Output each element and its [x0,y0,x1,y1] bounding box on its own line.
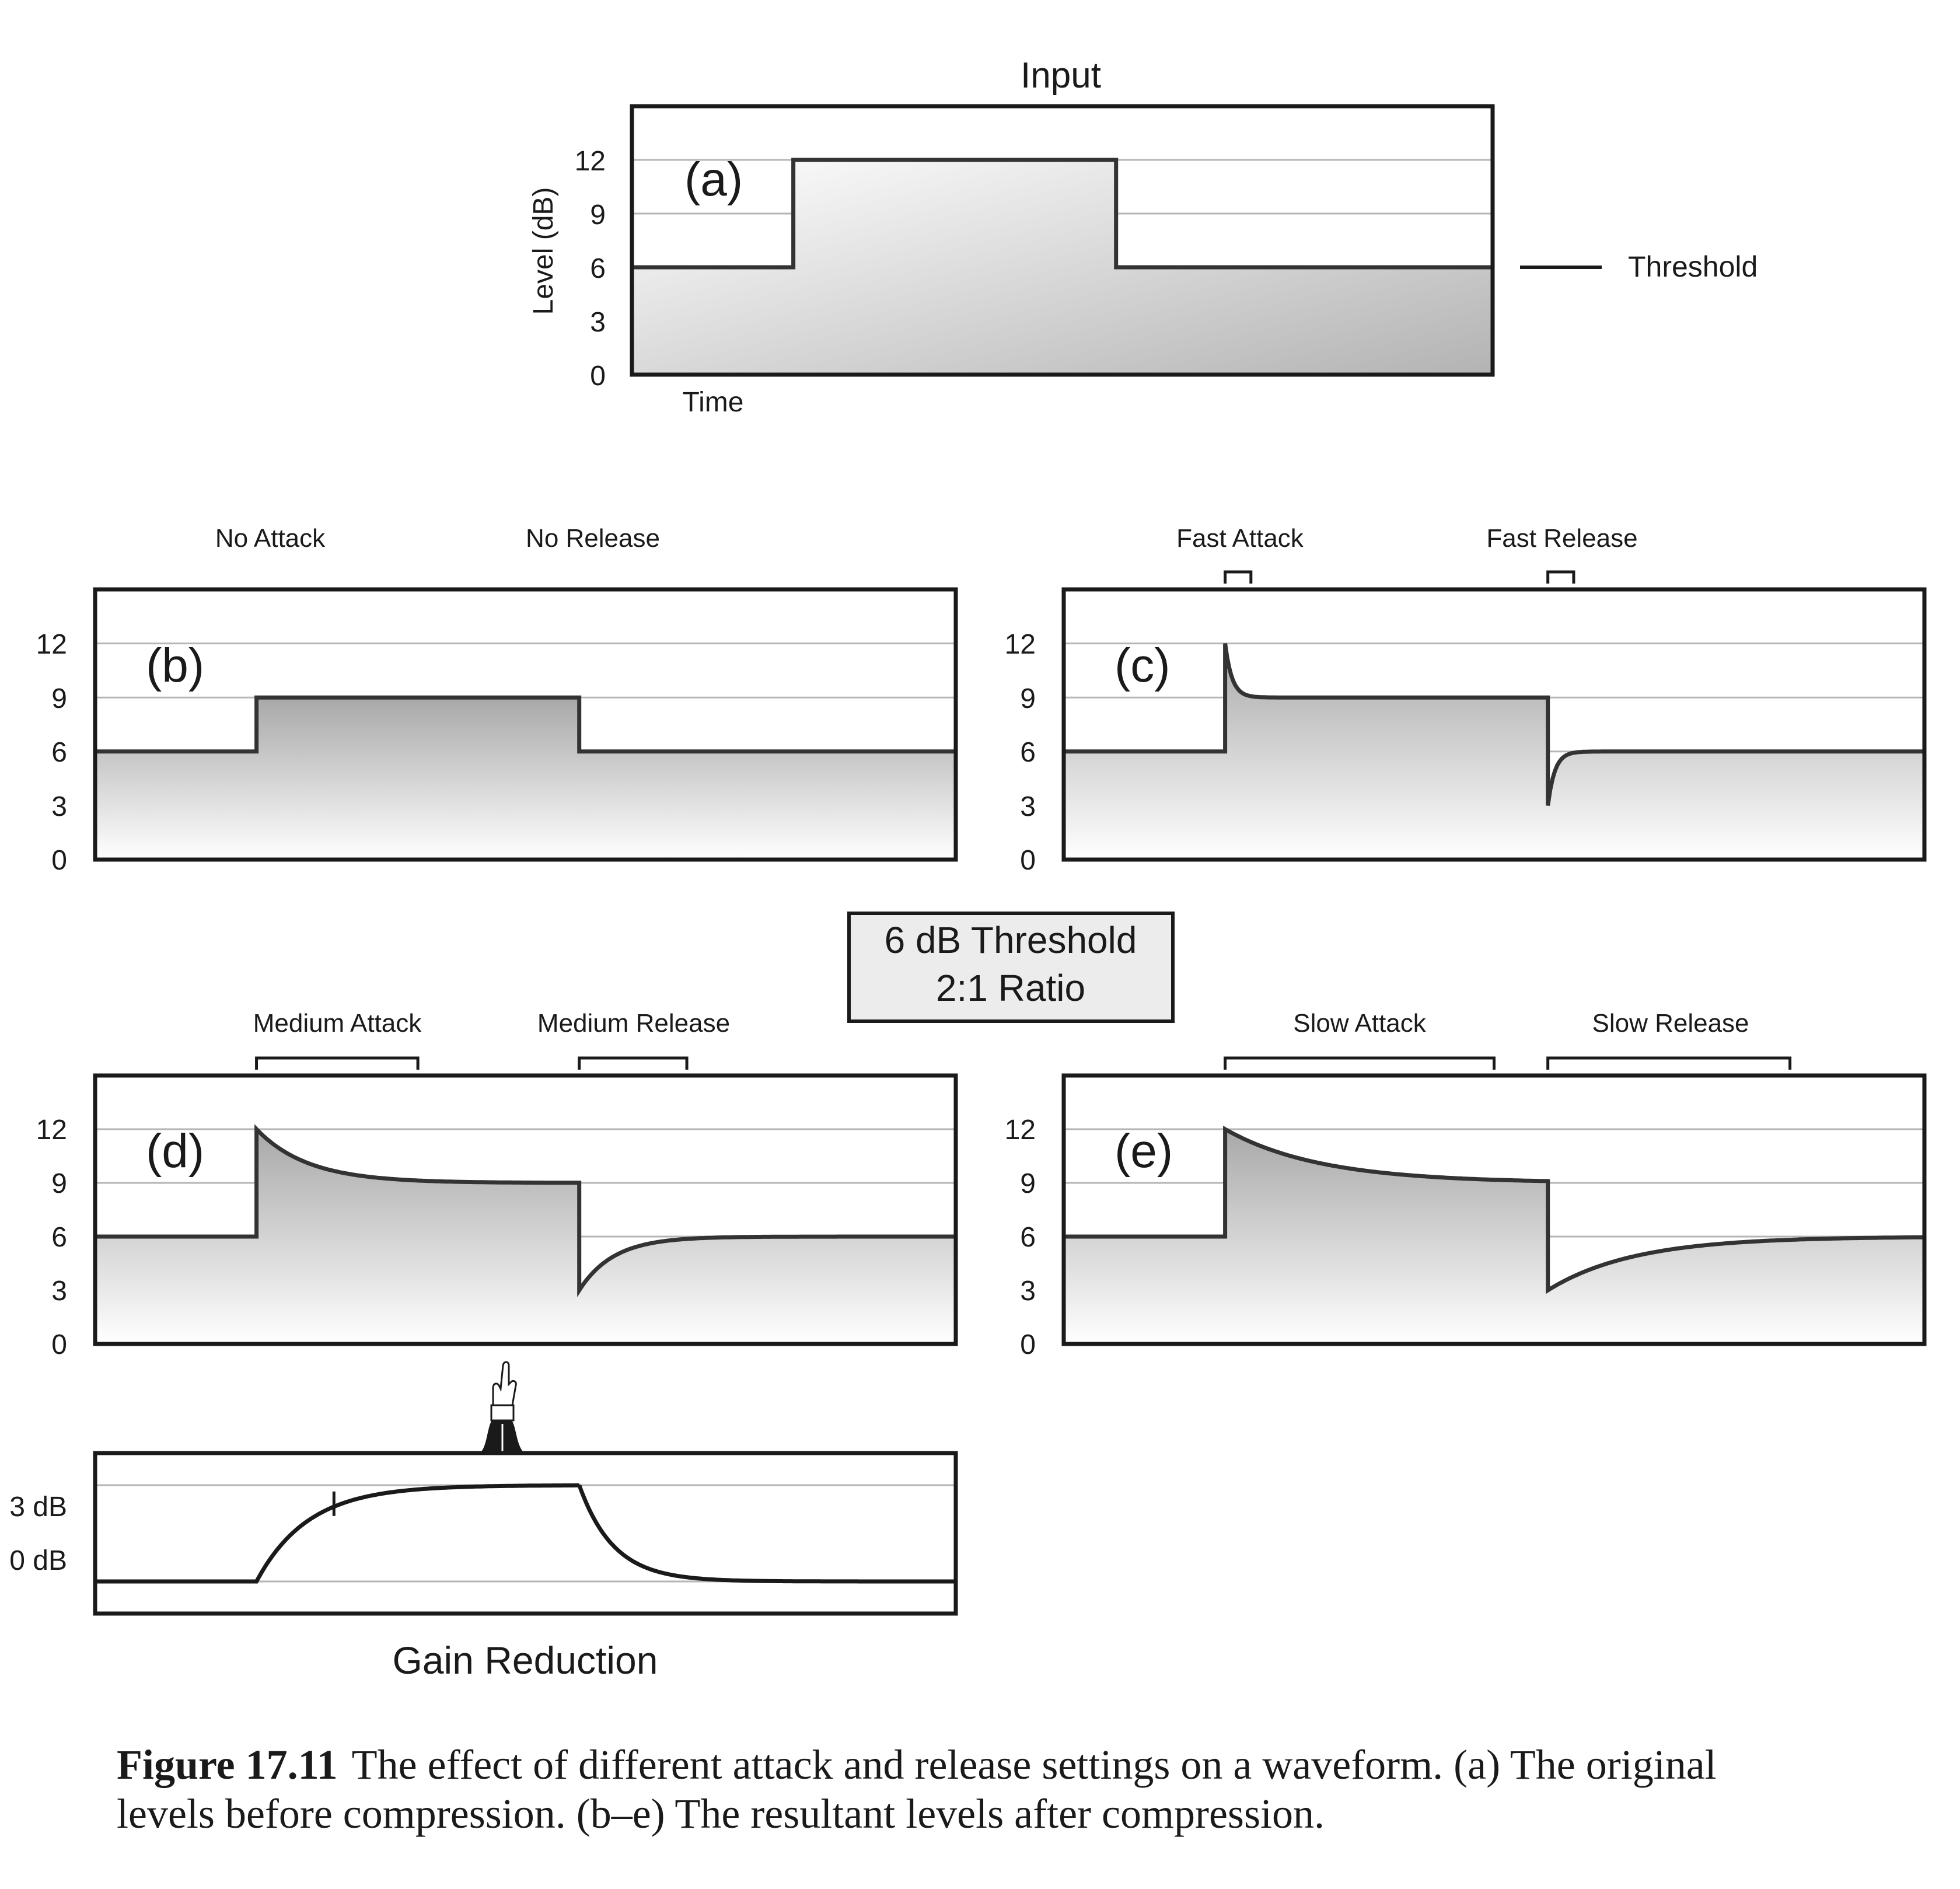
ytick-label: 0 [1020,845,1036,876]
panel-d-release-label: Medium Release [537,1009,730,1038]
threshold-legend: Threshold [1520,250,1758,283]
caption-line-1: Figure 17.11 The effect of different atta… [117,1741,1717,1788]
panel-a: Input (a) 0 3 6 9 12 Level (dB) Time Thr… [528,55,1758,418]
panel-a-title: Input [1021,55,1101,96]
ytick-label: 6 [1020,1222,1036,1253]
ytick-label: 9 [1020,1168,1036,1199]
panel-b-line [95,695,956,754]
gr-tick-label: 3 dB [9,1492,67,1523]
panel-c-release-label: Fast Release [1486,524,1637,553]
ytick-label: 0 [590,361,606,392]
ytick-label: 9 [51,683,67,714]
gain-reduction-title: Gain Reduction [393,1639,658,1682]
panel-c-attack-bracket [1224,570,1253,584]
settings-threshold: 6 dB Threshold [885,919,1137,961]
panel-b-yticks: 0 3 6 9 12 [36,629,67,876]
panel-a-label: (a) [684,153,743,206]
panel-e: Slow Attack Slow Release (e) 0 3 6 9 12 [1005,1009,1927,1360]
panel-c-attack-label: Fast Attack [1176,524,1304,553]
panel-a-yticks: 0 3 6 9 12 [575,146,606,392]
ytick-label: 6 [51,737,67,768]
ytick-label: 3 [51,1276,67,1307]
ytick-label: 12 [575,146,606,177]
ytick-label: 0 [1020,1329,1036,1360]
ytick-label: 9 [51,1168,67,1199]
gain-reduction-panel: 0 dB 3 dB Gain Reduction [9,1451,958,1682]
panel-b-label: (b) [146,639,204,692]
figure-caption: Figure 17.11 The effect of different atta… [117,1741,1717,1837]
ytick-label: 12 [36,629,67,660]
ytick-label: 12 [1005,629,1036,660]
panel-c-label: (c) [1114,639,1171,692]
panel-d-line [95,1124,956,1297]
panel-a-area [632,160,1493,375]
ytick-label: 12 [36,1115,67,1146]
panel-c-yticks: 0 3 6 9 12 [1005,629,1036,876]
panel-c-frame [1061,587,1927,862]
panel-d-area [95,1129,956,1344]
panel-b: No Attack No Release (b) 0 3 6 9 12 [36,524,958,876]
panel-e-release-bracket [1546,1056,1792,1070]
panel-e-label: (e) [1114,1125,1173,1178]
gain-reduction-line [95,1483,956,1584]
panel-d-release-bracket [578,1056,689,1070]
caption-label: Figure 17.11 [117,1741,338,1788]
hand-fingers [492,1361,517,1406]
panel-e-frame [1061,1073,1927,1346]
ytick-label: 3 [51,791,67,822]
panel-a-line [632,158,1493,270]
panel-d-frame [93,1073,958,1346]
panel-e-attack-bracket [1224,1056,1496,1070]
ytick-label: 3 [590,307,606,338]
caption-text-1: The effect of different attack and relea… [352,1741,1717,1788]
gain-reduction-frame [93,1451,958,1616]
panel-b-attack-label: No Attack [215,524,326,553]
settings-ratio: 2:1 Ratio [936,967,1085,1009]
ytick-label: 9 [590,200,606,231]
x-axis-label: Time [683,387,744,418]
panel-e-release-label: Slow Release [1592,1009,1749,1038]
gain-reduction-grid [95,1484,956,1583]
panel-b-frame [93,587,958,862]
ytick-label: 3 [1020,791,1036,822]
panel-d: Medium Attack Medium Release (d) 0 3 6 9… [36,1009,958,1360]
ytick-label: 0 [51,845,67,876]
caption-line-2: levels before compression. (b–e) The res… [117,1790,1325,1837]
panel-d-attack-bracket [255,1056,420,1070]
settings-box-frame [847,912,1175,1023]
panel-c-release-bracket [1546,570,1575,584]
panel-d-yticks: 0 3 6 9 12 [36,1115,67,1360]
ytick-label: 6 [51,1222,67,1253]
gr-tick-label: 0 dB [9,1545,67,1576]
panel-e-area [1064,1129,1924,1344]
panel-e-attack-label: Slow Attack [1293,1009,1426,1038]
ytick-label: 0 [51,1329,67,1360]
panel-d-label: (d) [146,1125,204,1178]
pointing-hand-icon [477,1361,527,1454]
ytick-label: 6 [1020,737,1036,768]
panel-b-area [95,697,956,860]
panel-d-attack-label: Medium Attack [253,1009,422,1038]
settings-box: 6 dB Threshold 2:1 Ratio [847,912,1175,1023]
panel-a-frame [630,104,1495,377]
panel-e-yticks: 0 3 6 9 12 [1005,1115,1036,1360]
panel-b-release-label: No Release [526,524,660,553]
panel-e-line [1064,1126,1924,1294]
threshold-legend-label: Threshold [1628,250,1758,283]
panel-c: Fast Attack Fast Release (c) 0 3 6 9 12 [1005,524,1927,876]
ytick-label: 12 [1005,1115,1036,1146]
ytick-label: 9 [1020,683,1036,714]
ytick-label: 6 [590,253,606,284]
hand-cuff [490,1404,515,1422]
panel-c-line [1064,643,1924,806]
y-axis-label: Level (dB) [528,187,559,315]
ytick-label: 3 [1020,1276,1036,1307]
